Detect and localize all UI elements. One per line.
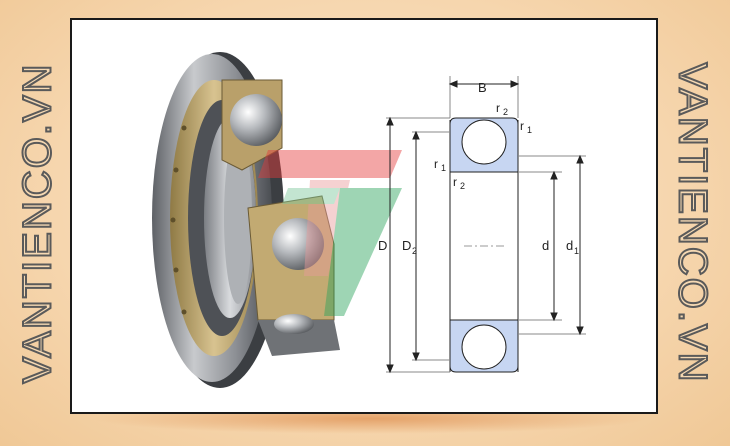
label-d1-sub: 1 (574, 246, 579, 256)
bearing-diagram: B r 2 r 1 r 1 r 2 D D 2 d d 1 (152, 52, 586, 388)
label-r1-mid-sub: 1 (441, 163, 446, 173)
logo-red-bar (258, 150, 402, 178)
ball-top (230, 94, 282, 146)
dimension-labels: B r 2 r 1 r 1 r 2 D D 2 d d 1 (378, 80, 579, 256)
rivet (173, 267, 179, 273)
bearing-illustration (152, 52, 340, 388)
label-r2-mid-sub: 2 (460, 181, 465, 191)
bore-shadow (224, 132, 252, 304)
panel-shadow (90, 412, 650, 434)
rivet (173, 167, 179, 173)
ball-middle (272, 218, 324, 270)
dim-D2-arrows (412, 130, 420, 362)
label-r2-mid: r (453, 175, 457, 189)
top-ball (461, 119, 507, 165)
label-D: D (378, 238, 387, 253)
dim-B-arrows (448, 80, 520, 88)
label-d: d (542, 238, 549, 253)
label-r1-mid: r (434, 157, 438, 171)
ball-bottom (274, 314, 314, 334)
label-r2-top-sub: 2 (503, 107, 508, 117)
watermark-right: VANTIENCO.VN (670, 61, 716, 384)
logo-red-stem (304, 180, 350, 276)
watermark-left: VANTIENCO.VN (15, 61, 61, 384)
logo-watermark (258, 150, 402, 316)
rivet (181, 309, 187, 315)
dim-d-arrows (550, 170, 558, 322)
dim-d1-arrows (576, 154, 584, 336)
label-D2-sub: 2 (412, 246, 417, 256)
label-r1-top-sub: 1 (527, 125, 532, 135)
label-d1: d (566, 238, 573, 253)
label-r2-top: r (496, 101, 500, 115)
rivet (181, 125, 187, 131)
diagram-panel: B r 2 r 1 r 1 r 2 D D 2 d d 1 (70, 18, 658, 414)
rivet (170, 217, 176, 223)
cross-section-drawing (386, 76, 586, 374)
label-B: B (478, 80, 487, 95)
logo-green-bar (282, 188, 340, 204)
logo-green-stem (324, 188, 402, 316)
bottom-ball (461, 324, 507, 370)
dim-D-arrows (386, 116, 394, 374)
label-r1-top: r (520, 119, 524, 133)
label-D2: D (402, 238, 411, 253)
